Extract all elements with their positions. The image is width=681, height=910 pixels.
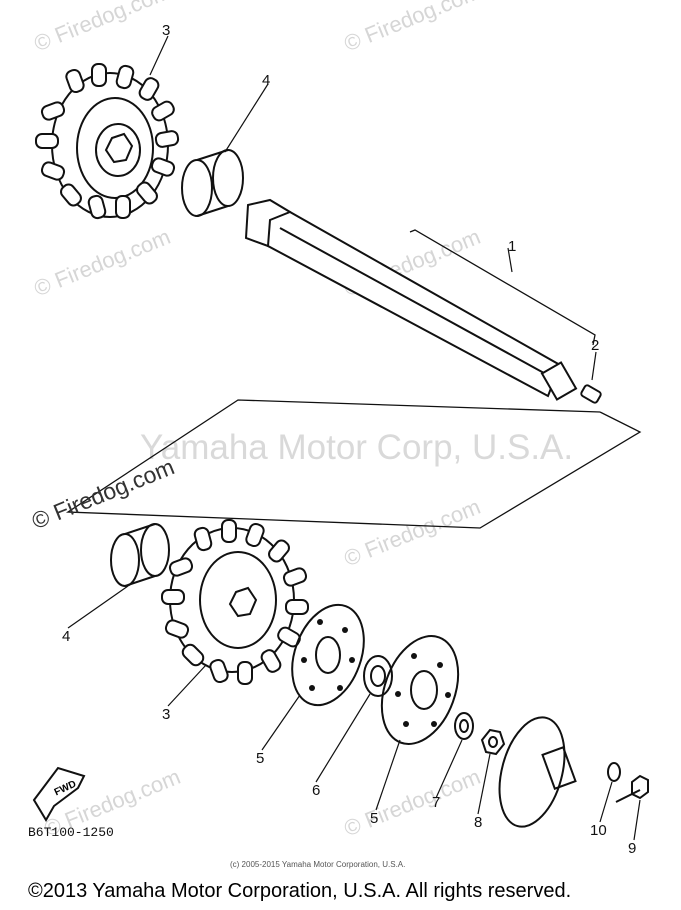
bolt	[615, 774, 649, 803]
yamaha-watermark: Yamaha Motor Corp, U.S.A.	[140, 428, 574, 467]
bearing-plate-1	[291, 603, 365, 707]
lower-collar	[110, 523, 170, 587]
nut	[480, 728, 506, 756]
callout-9: 9	[628, 840, 637, 857]
bearing	[363, 655, 393, 697]
fwd-arrow	[32, 766, 86, 822]
washer	[454, 712, 474, 740]
drive-shaft	[244, 198, 578, 401]
callout-1: 1	[508, 238, 517, 255]
callout-2: 2	[591, 337, 600, 354]
small-credit: (c) 2005-2015 Yamaha Motor Corporation, …	[230, 860, 406, 869]
diagram-code: B6T100-1250	[28, 825, 114, 840]
bearing-plate-2	[380, 635, 460, 745]
shaft-plug	[580, 384, 602, 404]
lower-sprocket	[161, 519, 309, 685]
hub-flange	[498, 716, 577, 828]
callout-7: 7	[432, 794, 441, 811]
callout-5: 5	[256, 750, 265, 767]
callout-3: 3	[162, 22, 171, 39]
upper-collar	[181, 149, 244, 217]
copyright-notice: ©2013 Yamaha Motor Corporation, U.S.A. A…	[28, 880, 572, 902]
callout-3: 3	[162, 706, 171, 723]
upper-sprocket	[35, 63, 180, 220]
callout-4: 4	[262, 72, 271, 89]
callout-4: 4	[62, 628, 71, 645]
callout-8: 8	[474, 814, 483, 831]
callout-10: 10	[590, 822, 607, 839]
callout-5: 5	[370, 810, 379, 827]
callout-6: 6	[312, 782, 321, 799]
small-washer	[607, 762, 621, 782]
